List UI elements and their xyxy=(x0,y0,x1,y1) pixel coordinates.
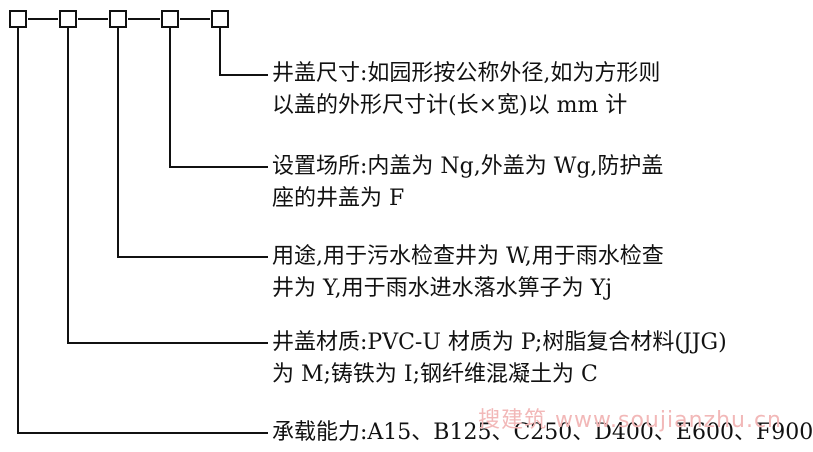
code-box-location xyxy=(161,10,179,28)
connector-material xyxy=(67,28,268,344)
description-line: 设置场所:内盖为 Ng,外盖为 Wg,防护盖 xyxy=(272,154,664,179)
code-box-size xyxy=(211,10,229,28)
description-line: 以盖的外形尺寸计(长×宽)以 mm 计 xyxy=(272,93,628,118)
connector-size xyxy=(219,28,268,76)
connector-usage xyxy=(117,28,268,258)
connector-load xyxy=(17,28,268,434)
description-load-capacity: 承载能力:A15、B125、C250、D400、E600、F900 xyxy=(272,417,813,449)
description-line: 井盖尺寸:如园形按公称外径,如为方形则 xyxy=(272,61,661,86)
description-line: 承载能力:A15、B125、C250、D400、E600、F900 xyxy=(272,420,813,445)
description-line: 座的井盖为 F xyxy=(272,186,405,211)
description-location: 设置场所:内盖为 Ng,外盖为 Wg,防护盖 座的井盖为 F xyxy=(272,151,663,215)
description-size: 井盖尺寸:如园形按公称外径,如为方形则 以盖的外形尺寸计(长×宽)以 mm 计 xyxy=(272,58,660,122)
connector-location xyxy=(169,28,268,168)
description-usage: 用途,用于污水检查井为 W,用于雨水检查 井为 Y,用于雨水进水落水箅子为 Yj xyxy=(272,241,664,305)
description-line: 为 M;铸铁为 I;钢纤维混凝土为 C xyxy=(272,362,598,387)
code-box-load-capacity xyxy=(9,10,27,28)
description-line: 井盖材质:PVC-U 材质为 P;树脂复合材料(JJG) xyxy=(272,330,727,355)
code-box-material xyxy=(59,10,77,28)
description-line: 井为 Y,用于雨水进水落水箅子为 Yj xyxy=(272,276,613,301)
description-line: 用途,用于污水检查井为 W,用于雨水检查 xyxy=(272,244,664,269)
code-box-usage xyxy=(109,10,127,28)
description-material: 井盖材质:PVC-U 材质为 P;树脂复合材料(JJG) 为 M;铸铁为 I;钢… xyxy=(272,327,727,391)
watermark: 搜建筑 www.soujianzhu.cn xyxy=(478,408,782,433)
